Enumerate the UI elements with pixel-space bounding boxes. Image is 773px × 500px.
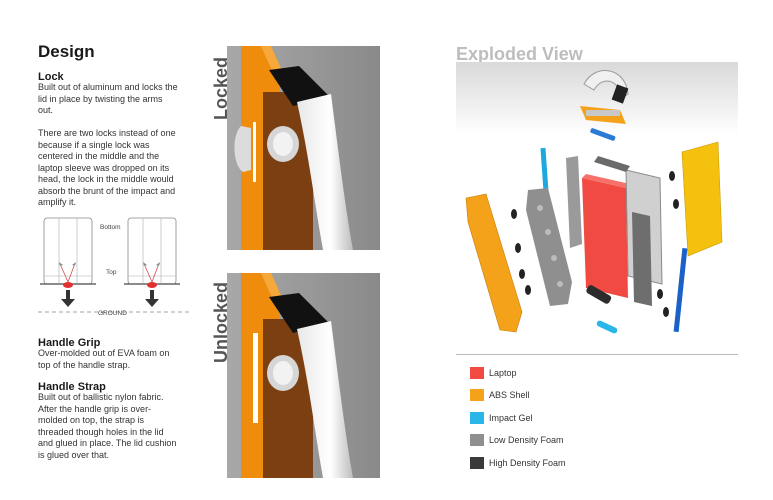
legend-label: Impact Gel xyxy=(489,413,533,423)
handle-strap-heading: Handle Strap xyxy=(38,381,106,393)
diagram-ground-label: GROUND xyxy=(98,310,127,317)
design-title: Design xyxy=(38,42,95,61)
legend-swatch xyxy=(470,434,484,446)
diagram-bottom-label: Bottom xyxy=(100,224,121,231)
lock-heading: Lock xyxy=(38,71,64,83)
handle-grip-text: Over-molded out of EVA foam on top of th… xyxy=(38,348,170,370)
legend-swatch xyxy=(470,389,484,401)
lock-diagram: Bottom Top GROUND xyxy=(36,214,192,324)
locked-render xyxy=(227,46,380,250)
handle-strap-text: Built out of ballistic nylon fabric. Aft… xyxy=(38,392,177,460)
legend-label: Low Density Foam xyxy=(489,435,564,445)
legend-swatch xyxy=(470,457,484,469)
locked-label: Locked xyxy=(211,56,231,120)
legend-label: ABS Shell xyxy=(489,390,530,400)
lock-reason: There are two locks instead of one becau… xyxy=(38,128,176,207)
exploded-view-image xyxy=(456,62,738,354)
unlocked-render xyxy=(227,273,380,478)
legend-label: Laptop xyxy=(489,368,517,378)
legend-divider xyxy=(456,354,738,355)
unlocked-label: Unlocked xyxy=(211,281,231,363)
legend-label: High Density Foam xyxy=(489,458,566,468)
legend-swatch xyxy=(470,367,484,379)
diagram-top-label: Top xyxy=(106,269,117,276)
exploded-title: Exploded View xyxy=(456,44,583,64)
legend-swatch xyxy=(470,412,484,424)
lock-description: Built out of aluminum and locks the lid … xyxy=(38,82,178,115)
handle-grip-heading: Handle Grip xyxy=(38,337,101,349)
